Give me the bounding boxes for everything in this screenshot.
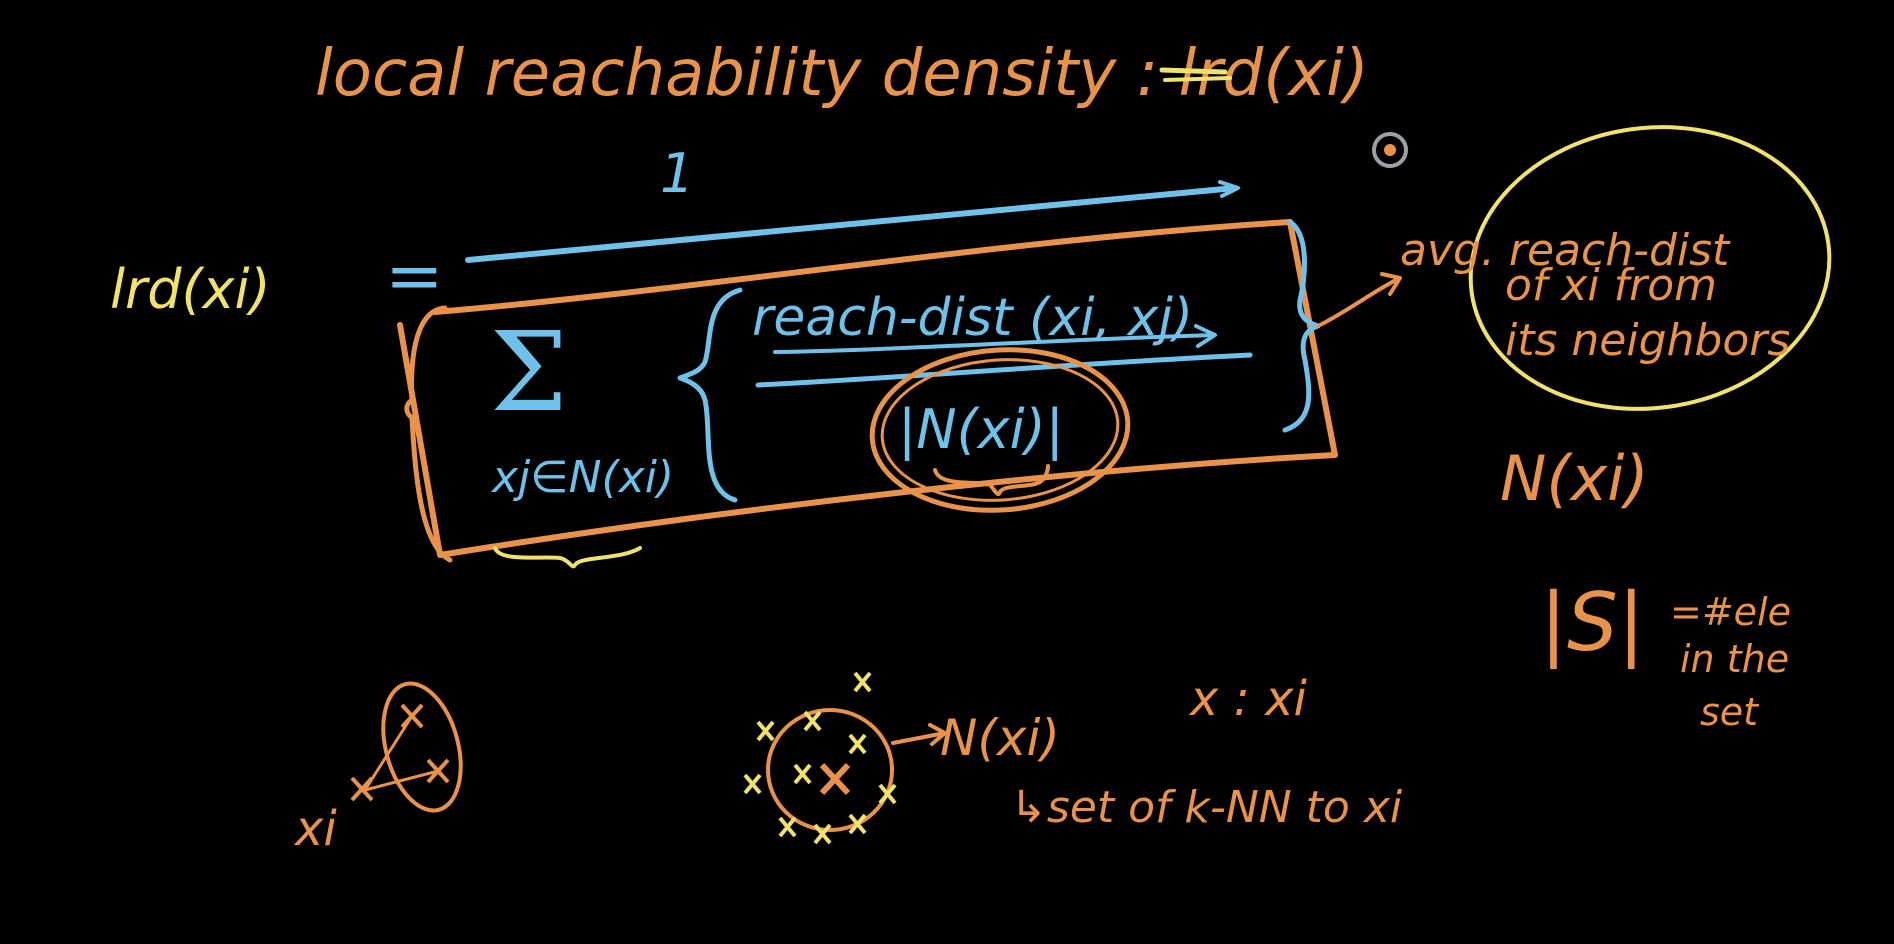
- avg-note-line-1: avg. reach-dist: [1400, 225, 1731, 276]
- neighborhood-label: N(xi): [1500, 442, 1649, 515]
- cluster-neighborhood-label: N(xi): [940, 709, 1060, 767]
- set-size-note-line-1: =#ele: [1670, 590, 1791, 634]
- denominator-box: [397, 219, 1338, 558]
- neighbor-group-ellipse: [381, 681, 463, 813]
- right-curly-brace: [1282, 219, 1321, 433]
- title-text: local reachability density : lrd(xi): [315, 37, 1369, 111]
- title-lrd-underline: [1159, 67, 1228, 75]
- lhs-lrd-label: lrd(xi): [110, 258, 271, 321]
- inner-curly-brace: [677, 287, 743, 503]
- avg-note-line-2: of xi from: [1505, 260, 1717, 311]
- reach-dist-arrow: [773, 324, 1217, 354]
- summation-symbol: Σ: [490, 308, 568, 436]
- cardinality-expression: |N(xi)|: [898, 398, 1064, 461]
- query-to-neighbor-lines: [363, 714, 440, 792]
- numerator-one: 1: [660, 142, 694, 205]
- cardinality-circle: [869, 347, 1131, 513]
- main-fraction-bar: [465, 185, 1238, 263]
- knn-cluster-circle: [766, 708, 894, 832]
- pointer-cursor-icon: [1372, 132, 1408, 168]
- cardinality-underbrace: [933, 464, 1050, 497]
- cluster-arrow: [891, 723, 947, 746]
- x-equals-xi: x : xi: [1188, 671, 1308, 727]
- set-size-note-line-3: set: [1700, 690, 1760, 734]
- arrow-to-avg-note: [1316, 272, 1402, 328]
- avg-note-ellipse: [1468, 125, 1832, 411]
- summation-index: xj∈N(xi): [490, 452, 674, 503]
- avg-note-line-3: its neighbors: [1505, 315, 1790, 366]
- summation-index-underbrace: [493, 546, 642, 569]
- fraction-bar-arrowhead: [1218, 180, 1240, 198]
- bottom-left-xi-label: xi: [293, 801, 337, 857]
- cardinality-circle-inner: [880, 358, 1120, 502]
- set-size-symbol: |S|: [1540, 576, 1645, 670]
- inner-fraction-bar: [755, 352, 1253, 388]
- cluster-points: [743, 671, 897, 845]
- left-curly-bracket: [404, 305, 453, 563]
- equals-sign: =: [385, 235, 444, 317]
- cluster-center-point: [819, 762, 851, 796]
- title-lrd-underline-2: [1163, 76, 1232, 82]
- set-size-note-line-2: in the: [1680, 637, 1789, 681]
- knn-set-note: ↳set of k-NN to xi: [1010, 782, 1403, 833]
